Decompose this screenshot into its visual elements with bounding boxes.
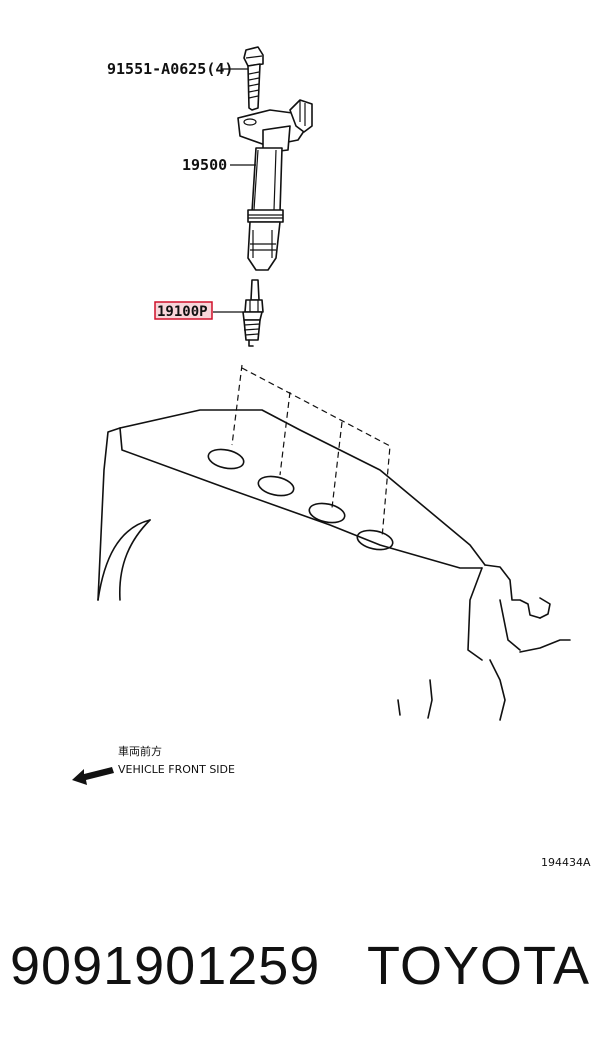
front-direction-arrow <box>72 767 114 785</box>
bolt-part-label[interactable]: 91551-A0625(4) <box>107 60 233 78</box>
footer: 9091901259 TOYOTA <box>0 935 600 1015</box>
spark-plug-drawing <box>242 279 264 347</box>
part-number: 9091901259 <box>10 936 321 996</box>
dashed-guide-lines <box>231 364 391 539</box>
engine-block-drawing <box>97 409 571 721</box>
spark-plug-part-label[interactable]: 19100P <box>157 304 208 320</box>
figure-code: 194434A <box>541 856 591 869</box>
direction-english-label: VEHICLE FRONT SIDE <box>118 763 235 776</box>
ignition-coil-part-label[interactable]: 19500 <box>182 156 227 174</box>
bolt-drawing <box>243 46 264 111</box>
ignition-coil-drawing <box>237 99 313 271</box>
brand-name: TOYOTA <box>366 936 590 996</box>
direction-japanese-label: 車両前方 <box>118 744 162 758</box>
spark-plug-highlight-box <box>154 301 213 320</box>
